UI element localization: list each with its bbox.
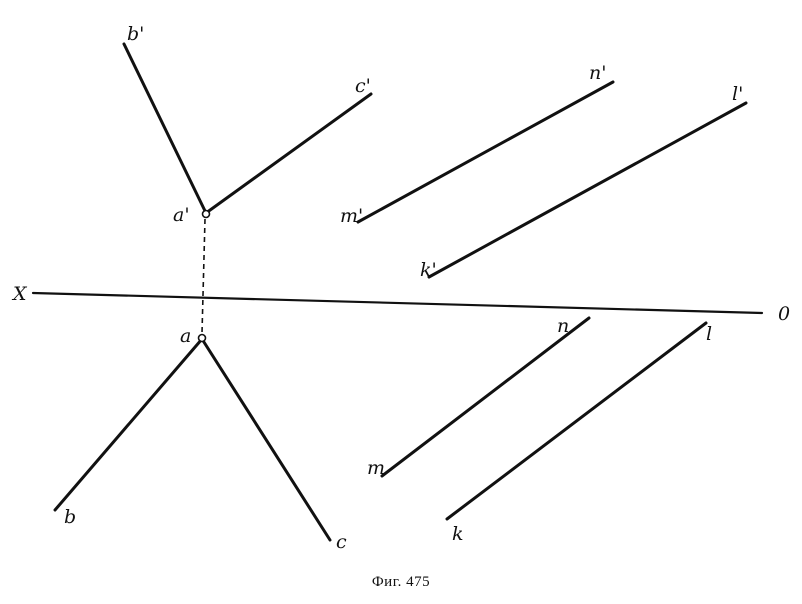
label-c: c <box>336 531 347 553</box>
point-a-marker <box>197 333 207 343</box>
label-axis-o: 0 <box>778 303 790 325</box>
figure-caption: Фиг. 475 <box>371 574 431 590</box>
label-m-prime: m' <box>340 205 363 227</box>
label-l: l <box>706 323 712 345</box>
label-a-prime: a' <box>173 204 190 226</box>
label-a: a <box>180 325 191 347</box>
label-m: m <box>367 457 385 479</box>
segment-a-prime-c-prime <box>204 92 373 215</box>
label-b: b <box>64 506 76 528</box>
label-c-prime: c' <box>355 75 371 97</box>
projector-a-a-prime <box>201 218 206 334</box>
label-b-prime: b' <box>127 23 144 45</box>
label-n-prime: n' <box>589 62 606 84</box>
segment-k-l <box>445 321 708 521</box>
segment-a-prime-b-prime <box>122 42 208 215</box>
segment-m-prime-n-prime <box>356 80 615 224</box>
axis-x0-line <box>31 291 764 315</box>
segment-a-c <box>200 337 332 542</box>
label-n: n <box>557 315 569 337</box>
segment-a-b <box>53 337 204 512</box>
segment-m-n <box>380 316 591 478</box>
label-k: k <box>452 523 464 545</box>
segment-k-prime-l-prime <box>427 101 748 279</box>
label-l-prime: l' <box>732 83 743 105</box>
point-a-prime-marker <box>201 209 211 219</box>
label-k-prime: k' <box>420 259 437 281</box>
label-axis-x: X <box>11 283 28 305</box>
